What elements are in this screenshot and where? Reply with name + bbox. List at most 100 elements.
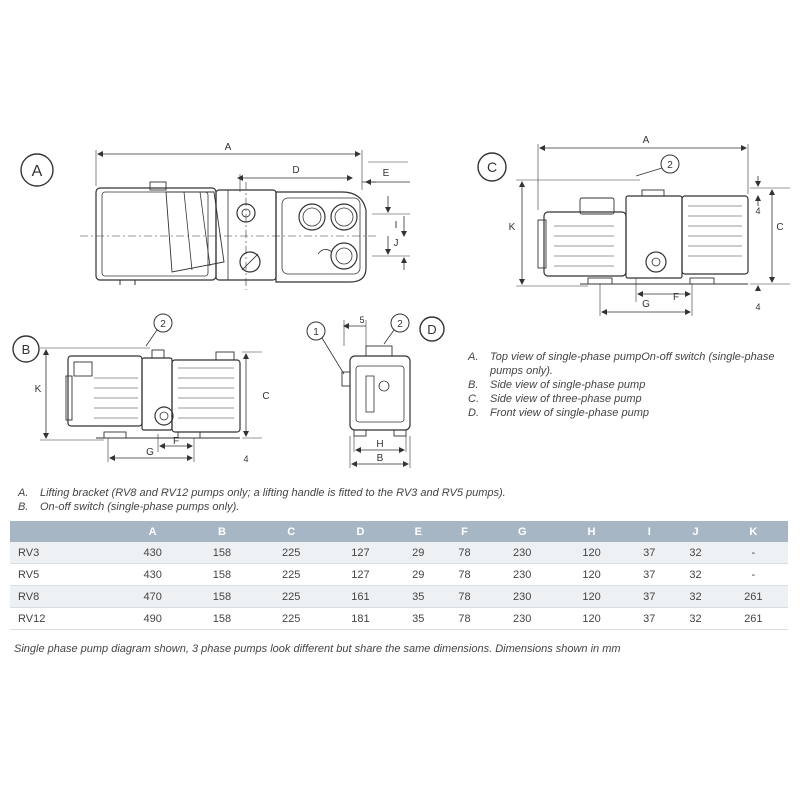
footnote: Single phase pump diagram shown, 3 phase…: [14, 643, 621, 655]
table-header-cell: A: [118, 521, 188, 542]
view-c-dim-f: F: [673, 292, 679, 303]
table-cell: 37: [626, 563, 673, 586]
table-cell: 127: [325, 563, 396, 586]
table-cell: 78: [441, 542, 488, 564]
technical-drawings: A A: [12, 135, 790, 468]
legend-item: C.Side view of three-phase pump: [468, 393, 642, 405]
table-header-cell: H: [556, 521, 627, 542]
svg-text:2: 2: [397, 319, 403, 330]
view-c-dim-a: A: [643, 135, 650, 146]
view-c-switch-dial[interactable]: [645, 251, 667, 273]
view-d-dim-h: H: [376, 439, 383, 450]
table-header-cell: C: [256, 521, 326, 542]
view-c-dim-k: K: [509, 222, 516, 233]
table-header-cell: G: [487, 521, 557, 542]
view-b-side-view: B 2 K C 4: [12, 313, 270, 464]
view-c-callout: 2: [635, 154, 680, 177]
table-row: RV12 490 158 225 181 35 78 230 120 37 32…: [10, 607, 788, 630]
table-header-cell: E: [395, 521, 442, 542]
table-header-cell: I: [626, 521, 673, 542]
svg-text:1: 1: [313, 327, 319, 338]
table-row: RV8 470 158 225 161 35 78 230 120 37 32 …: [10, 585, 788, 608]
svg-text:A: A: [32, 163, 43, 180]
table-cell: 490: [118, 607, 188, 630]
table-row: RV3 430 158 225 127 29 78 230 120 37 32 …: [10, 542, 788, 564]
view-d-body: [349, 355, 411, 431]
table-cell: 37: [626, 585, 673, 608]
view-b-pump-body: [141, 357, 173, 431]
table-cell: -: [718, 563, 788, 586]
table-row: RV5 430 158 225 127 29 78 230 120 37 32 …: [10, 563, 788, 586]
table-cell: 225: [256, 607, 326, 630]
table-cell: 158: [187, 607, 257, 630]
table-header-cell: D: [325, 521, 396, 542]
legend-item: B.Side view of single-phase pump: [468, 379, 646, 391]
table-cell: 127: [325, 542, 396, 564]
table-cell: 120: [556, 607, 627, 630]
view-c-dim-c: C: [776, 222, 783, 233]
table-cell: 78: [441, 585, 488, 608]
table-cell: 32: [672, 585, 719, 608]
table-cell: 225: [256, 563, 326, 586]
svg-text:C: C: [487, 159, 497, 175]
view-d-dim-5: 5: [359, 315, 364, 325]
table-cell: 32: [672, 563, 719, 586]
view-a-dim-j: J: [394, 238, 399, 249]
view-a-dim-e: E: [383, 168, 390, 179]
table-cell: 261: [718, 585, 788, 608]
table-cell: 120: [556, 585, 627, 608]
view-c-dim-g: G: [642, 299, 650, 310]
table-cell: 230: [487, 563, 557, 586]
table-cell: 230: [487, 585, 557, 608]
view-b-motor: [67, 355, 143, 427]
table-cell: 261: [718, 607, 788, 630]
table-cell: 430: [118, 542, 188, 564]
svg-text:D: D: [427, 322, 436, 337]
table-cell: 35: [395, 585, 442, 608]
view-a-oil-box: [275, 191, 367, 283]
svg-text:2: 2: [667, 160, 673, 171]
view-b-dim-k: K: [35, 384, 42, 395]
svg-text:2: 2: [160, 319, 166, 330]
model-cell: RV8: [10, 585, 118, 608]
view-d-dim-b: B: [377, 453, 384, 464]
view-b-switch-dial[interactable]: [154, 406, 174, 426]
table-cell: 35: [395, 607, 442, 630]
view-c-dim-4-top: 4: [755, 206, 760, 216]
callout-notes: A.Lifting bracket (RV8 and RV12 pumps on…: [18, 486, 778, 514]
table-cell: 430: [118, 563, 188, 586]
view-b-badge: B: [12, 335, 40, 363]
view-b-oil-box: [171, 359, 241, 433]
table-cell: 37: [626, 607, 673, 630]
table-cell: 181: [325, 607, 396, 630]
table-cell: 29: [395, 542, 442, 564]
model-cell: RV12: [10, 607, 118, 630]
table-header-row: A B C D E F G H I J K: [10, 521, 788, 542]
note-item: B.On-off switch (single-phase pumps only…: [18, 501, 240, 513]
table-cell: 158: [187, 563, 257, 586]
view-d-callout-2: 2: [383, 313, 410, 345]
table-cell: 225: [256, 542, 326, 564]
view-c-oil-box: [681, 195, 749, 275]
view-c-dim-4-bottom: 4: [755, 302, 760, 312]
view-d-badge: D: [419, 316, 445, 342]
table-cell: 470: [118, 585, 188, 608]
table-cell: 32: [672, 607, 719, 630]
table-cell: 37: [626, 542, 673, 564]
table-header-cell: [10, 521, 118, 542]
table-cell: 158: [187, 585, 257, 608]
view-legend: A.Top view of single-phase pumpOn-off sw…: [468, 350, 788, 420]
view-d-callout-1: 1: [306, 321, 345, 375]
legend-item: D.Front view of single-phase pump: [468, 407, 649, 419]
view-c-badge: C: [477, 152, 507, 182]
view-b-dim-c: C: [262, 391, 269, 402]
view-a-dim-d: D: [292, 165, 299, 176]
view-a-dim-i: I: [395, 220, 398, 231]
table-cell: 120: [556, 542, 627, 564]
table-cell: 230: [487, 542, 557, 564]
table-cell: 29: [395, 563, 442, 586]
view-a-motor: [95, 187, 217, 281]
view-b-dim-g: G: [146, 447, 154, 458]
table-header-cell: K: [718, 521, 788, 542]
table-header-cell: B: [187, 521, 257, 542]
